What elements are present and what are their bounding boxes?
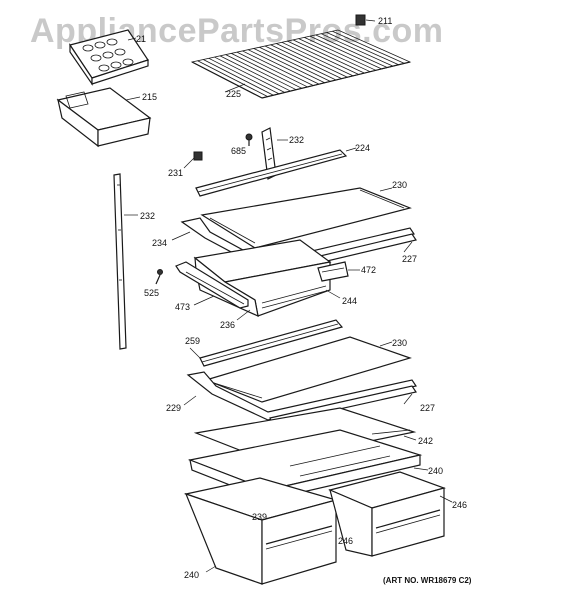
callout-239: 239 <box>252 512 268 522</box>
callout-244: 244 <box>342 296 358 306</box>
wire-rod <box>315 34 388 68</box>
wire-rod <box>225 54 297 91</box>
callout-472: 472 <box>361 265 377 275</box>
wire-rod <box>276 43 348 78</box>
callout-215: 215 <box>142 92 158 102</box>
wire-rod <box>281 41 354 77</box>
callout-246-right: 246 <box>452 500 468 510</box>
callout-230-lower: 230 <box>392 338 408 348</box>
callout-231: 231 <box>168 168 184 178</box>
callout-232-rail: 232 <box>140 211 156 221</box>
part-685-screw <box>245 133 253 146</box>
callout-225: 225 <box>226 89 242 99</box>
wire-rod <box>219 55 291 92</box>
part-232-side-rail <box>113 173 138 350</box>
wire-rod <box>197 60 268 97</box>
wire-rod <box>253 48 325 84</box>
part-259-trim <box>189 319 344 367</box>
part-240-crisper-drawer-left <box>183 477 339 585</box>
wire-rod <box>298 38 371 73</box>
callout-21: 21 <box>136 34 147 44</box>
callout-230-upper: 230 <box>392 180 408 190</box>
wire-rod <box>287 40 359 75</box>
callout-234: 234 <box>152 238 168 248</box>
callout-229: 229 <box>166 403 182 413</box>
part-225-wire-shelf <box>190 29 412 99</box>
part-229-shelf-frame <box>183 371 417 421</box>
part-473-slide <box>175 261 249 309</box>
part-egg-tray <box>69 29 149 86</box>
wire-rod <box>242 50 314 86</box>
callout-227-lower: 227 <box>420 403 436 413</box>
callout-232-upper: 232 <box>289 135 305 145</box>
part-230-glass-shelf-lower <box>204 336 412 403</box>
wire-rod <box>231 53 303 89</box>
part-525-screw <box>155 269 163 285</box>
wire-rod <box>270 44 342 79</box>
wire-rod <box>332 30 405 64</box>
part-230-glass-shelf-upper <box>200 187 412 249</box>
part-crisper-cover-frame <box>187 429 429 501</box>
wire-rod <box>264 45 337 81</box>
part-472-rail <box>317 261 360 282</box>
wire-rod <box>247 49 320 85</box>
callout-240-left: 240 <box>184 570 200 580</box>
callout-227-upper: 227 <box>402 254 418 264</box>
part-240-crisper-drawer-right <box>328 471 453 557</box>
wire-rod <box>203 59 274 96</box>
wire-rod <box>304 37 377 71</box>
callout-259: 259 <box>185 336 201 346</box>
part-224-trim <box>195 147 357 197</box>
callout-240-right: 240 <box>428 466 444 476</box>
wire-rod <box>320 33 394 67</box>
callout-224: 224 <box>355 143 371 153</box>
callout-525: 525 <box>144 288 160 298</box>
wire-rod <box>309 35 382 70</box>
wire-rod <box>208 57 280 95</box>
callout-242: 242 <box>418 436 434 446</box>
callout-473: 473 <box>175 302 191 312</box>
wire-rod <box>214 56 285 93</box>
callout-246-left: 246 <box>338 536 354 546</box>
part-231-clip <box>183 151 203 169</box>
art-number: (ART NO. WR18679 C2) <box>383 576 472 585</box>
lead-236 <box>236 309 251 321</box>
callout-211: 211 <box>378 16 393 26</box>
callout-236: 236 <box>220 320 236 330</box>
wire-rod <box>292 39 365 74</box>
wire-rod <box>259 46 331 82</box>
wire-rod <box>236 51 308 88</box>
part-215-door-bin <box>56 87 152 148</box>
part-211-clip <box>355 14 376 26</box>
wire-rod <box>326 32 399 66</box>
callout-685: 685 <box>231 146 247 156</box>
